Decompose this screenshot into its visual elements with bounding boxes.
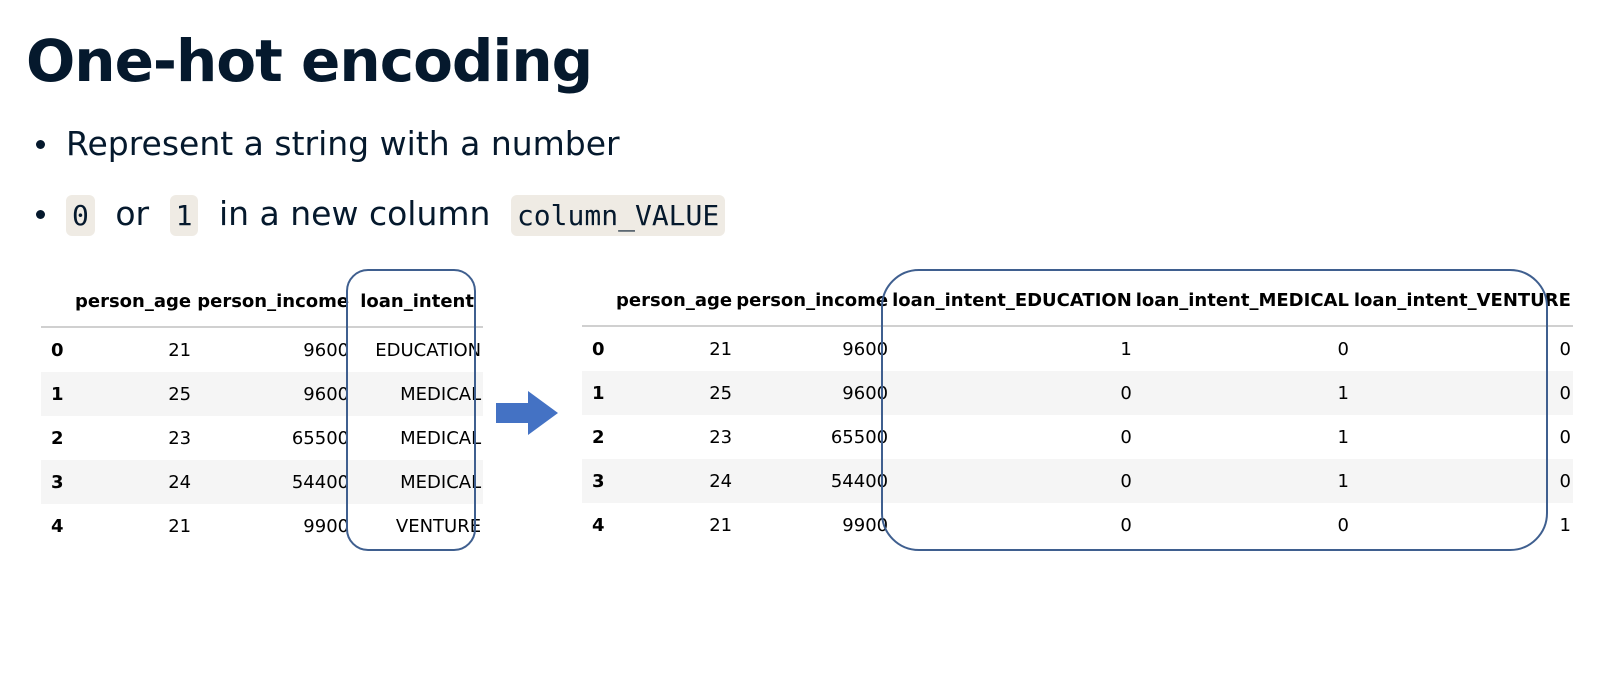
table-cell: 0: [1120, 382, 1132, 404]
table-cell: MEDICAL: [400, 427, 482, 449]
table-row: 0 21 9600 EDUCATION: [41, 327, 483, 372]
row-index: 2: [51, 427, 64, 449]
row-index: 4: [592, 514, 605, 536]
table-cell: 1: [1559, 514, 1571, 536]
row-index: 4: [51, 515, 64, 537]
table-cell: 0: [1559, 338, 1571, 360]
table-header-row: person_age person_income loan_intent: [41, 276, 484, 328]
table-cell: 1: [1337, 470, 1349, 492]
table-cell: 21: [709, 338, 733, 360]
bullet-dot-icon: [36, 210, 45, 219]
slide-title: One-hot encoding: [26, 27, 593, 95]
index-header: [41, 276, 73, 328]
bullet-item: 0 or 1 in a new column column_VALUE: [30, 192, 726, 238]
table-row: 2 23 65500 MEDICAL: [41, 416, 483, 460]
table-cell: 23: [168, 427, 192, 449]
table-cell: 54400: [291, 471, 350, 493]
encoded-dataframe-table: person_age person_income loan_intent_EDU…: [582, 275, 1573, 547]
table-cell: 25: [168, 383, 192, 405]
table-cell: MEDICAL: [400, 383, 482, 405]
row-index: 0: [51, 339, 64, 361]
table-cell: 23: [709, 426, 733, 448]
table-row: 1 25 9600 0 1 0: [582, 371, 1573, 415]
right-arrow-icon: [496, 391, 558, 435]
column-header: person_age: [614, 275, 735, 327]
table-cell: MEDICAL: [400, 471, 482, 493]
table-cell: 9600: [842, 382, 889, 404]
table-cell: 9900: [842, 514, 889, 536]
original-dataframe-table: person_age person_income loan_intent 0 2…: [41, 276, 484, 548]
column-header: loan_intent_EDUCATION: [890, 275, 1134, 327]
column-header: person_age: [73, 276, 194, 328]
table-row: 4 21 9900 0 0 1: [582, 503, 1573, 547]
bullet-list: Represent a string with a number 0 or 1 …: [30, 122, 726, 264]
table-cell: 65500: [291, 427, 350, 449]
table-cell: 1: [1120, 338, 1132, 360]
table-cell: 54400: [830, 470, 889, 492]
table-cell: 1: [1337, 426, 1349, 448]
row-index: 2: [592, 426, 605, 448]
table-cell: EDUCATION: [375, 339, 482, 361]
table-cell: 24: [168, 471, 192, 493]
bullet-item: Represent a string with a number: [30, 122, 725, 166]
table-cell: 21: [709, 514, 733, 536]
table-cell: 1: [1337, 382, 1349, 404]
table-cell: 0: [1337, 514, 1349, 536]
row-index: 0: [592, 338, 605, 360]
table-cell: 0: [1337, 338, 1349, 360]
table-cell: 0: [1559, 426, 1571, 448]
bullet-dot-icon: [36, 140, 45, 149]
table-cell: 9600: [303, 339, 350, 361]
table-row: 0 21 9600 1 0 0: [582, 326, 1573, 371]
table-row: 3 24 54400 MEDICAL: [41, 460, 484, 504]
table-row: 1 25 9600 MEDICAL: [41, 372, 484, 416]
row-index: 1: [51, 383, 64, 405]
table-cell: 25: [709, 382, 733, 404]
table-cell: 9600: [842, 338, 889, 360]
table-cell: 21: [168, 339, 192, 361]
row-index: 1: [592, 382, 605, 404]
inline-code: 0: [66, 195, 95, 236]
table-cell: 9900: [303, 515, 350, 537]
bullet-text: Represent a string with a number: [66, 124, 620, 163]
column-header: person_income: [734, 275, 891, 327]
column-header: loan_intent_MEDICAL: [1133, 275, 1351, 327]
column-header: loan_intent_VENTURE: [1350, 275, 1573, 327]
table-cell: 65500: [830, 426, 889, 448]
bullet-text: or: [115, 194, 150, 233]
inline-code: column_VALUE: [510, 195, 726, 236]
table-cell: VENTURE: [395, 515, 482, 537]
table-cell: 24: [709, 470, 733, 492]
row-index: 3: [51, 471, 64, 493]
table-cell: 0: [1559, 470, 1571, 492]
bullet-text: in a new column: [218, 194, 491, 233]
table-cell: 0: [1120, 426, 1132, 448]
index-header: [582, 275, 614, 327]
table-cell: 9600: [303, 383, 350, 405]
table-row: 2 23 65500 0 1 0: [582, 415, 1573, 459]
table-cell: 21: [168, 515, 192, 537]
table-row: 3 24 54400 0 1 0: [582, 459, 1573, 503]
column-header: person_income: [193, 276, 352, 328]
table-header-row: person_age person_income loan_intent_EDU…: [582, 275, 1573, 327]
table-row: 4 21 9900 VENTURE: [41, 504, 483, 548]
column-header: loan_intent: [351, 276, 484, 328]
row-index: 3: [592, 470, 605, 492]
table-cell: 0: [1559, 382, 1571, 404]
inline-code: 1: [169, 195, 199, 236]
table-cell: 0: [1120, 514, 1132, 536]
table-cell: 0: [1120, 470, 1132, 492]
